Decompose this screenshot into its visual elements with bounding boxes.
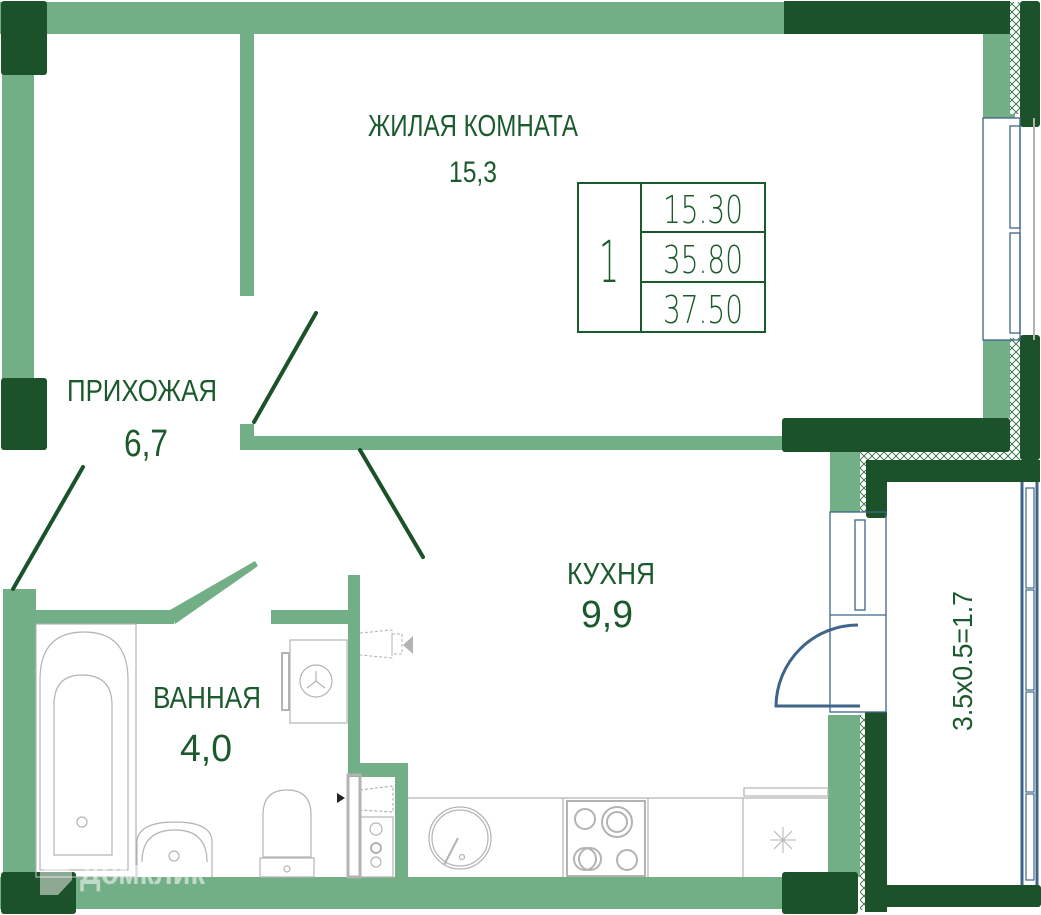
balcony-label: 3.5x0.5=1.7	[947, 591, 978, 731]
room-name-bathroom: ВАННАЯ	[153, 680, 261, 715]
rooms-count: 1	[599, 228, 619, 296]
window-kitchen-balcony	[829, 511, 887, 713]
toilet-icon	[259, 789, 315, 878]
room-name-living: ЖИЛАЯ КОМНАТА	[368, 108, 578, 143]
room-area-hallway: 6,7	[124, 423, 168, 465]
watermark: Домклик	[40, 851, 206, 895]
room-area-bathroom: 4,0	[180, 728, 232, 770]
boiler-icon	[359, 629, 403, 659]
summary-table: 1 15.30 35.80 37.50	[577, 182, 766, 333]
window-living-room	[982, 117, 1035, 341]
kitchen-sink-icon	[428, 806, 492, 870]
sink-icon	[136, 821, 213, 877]
room-area-kitchen: 9,9	[581, 594, 633, 636]
meter-icon	[369, 822, 383, 868]
inner-walls	[0, 2, 1015, 909]
total-area-value: 37.50	[663, 288, 743, 332]
insulation-hatch	[860, 2, 1020, 910]
door-living-room	[252, 311, 318, 424]
interior-doors	[11, 311, 425, 591]
stove-icon	[566, 800, 646, 877]
room-name-hallway: ПРИХОЖАЯ	[67, 373, 217, 408]
area-no-balcony-value: 35.80	[663, 238, 743, 282]
riser-arrow-icon	[337, 793, 345, 803]
fridge-icon	[770, 827, 796, 853]
washing-machine-icon	[281, 639, 348, 724]
kitchen-counter	[346, 773, 829, 879]
window-balcony	[1020, 482, 1039, 885]
room-name-kitchen: КУХНЯ	[567, 556, 655, 591]
ventilation-arrow-icon	[403, 636, 413, 654]
door-kitchen	[358, 448, 425, 559]
watermark-logo-icon	[40, 862, 72, 895]
watermark-text: Домклик	[80, 851, 206, 892]
balcony-door-swing	[774, 623, 860, 708]
living-area-value: 15.30	[663, 188, 743, 232]
room-area-living: 15,3	[449, 156, 497, 189]
door-entrance	[11, 465, 85, 591]
bathtub-icon	[35, 623, 137, 878]
